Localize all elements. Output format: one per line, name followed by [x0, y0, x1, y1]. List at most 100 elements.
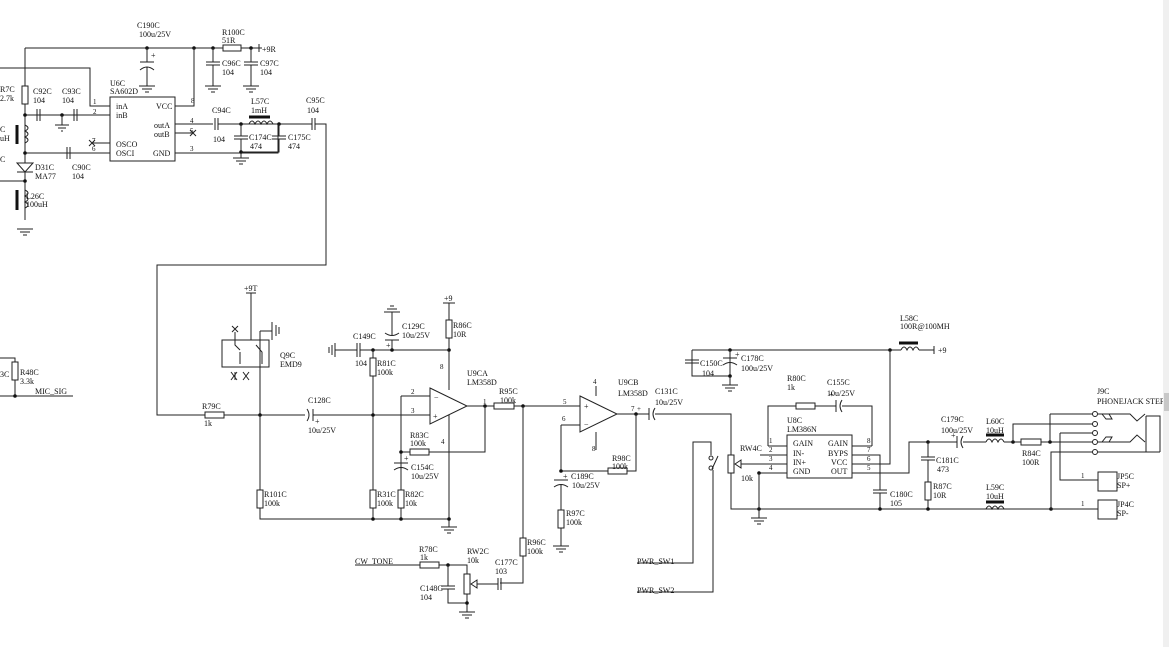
net-mic-sig: MIC_SIG	[35, 387, 67, 396]
resistor-R97C: R97C 100k	[553, 509, 585, 553]
u9ca-ref: U9CA	[467, 369, 488, 378]
u6c-pin-outb: outB	[154, 130, 170, 139]
c149c-value: 104	[355, 359, 367, 368]
resistor-R98C: R98C 100k	[559, 454, 631, 475]
c175c-value: 474	[288, 142, 300, 151]
r31c-ref: R31C	[377, 490, 396, 499]
svg-text:5: 5	[867, 464, 871, 472]
r80c-value: 1k	[787, 383, 795, 392]
r86c-value: 10R	[453, 330, 467, 339]
lpart-ref: C	[0, 125, 5, 134]
svg-text:8: 8	[867, 437, 871, 445]
u6c-pin-osci: OSCI	[116, 149, 135, 158]
svg-text:5: 5	[563, 398, 567, 406]
c131c-ref: C131C	[655, 387, 678, 396]
resistor-R7C: R7C 2.7k	[0, 48, 29, 163]
resistor-R84C: R84C 100R	[1020, 424, 1093, 467]
r81c-ref: R81C	[377, 359, 396, 368]
c179c-value: 100u/25V	[941, 426, 973, 435]
l58c-ref: L58C	[900, 314, 918, 323]
u8c-pin-in-plus: IN+	[793, 458, 806, 467]
r87c-ref: R87C	[933, 482, 952, 491]
u8c-ref: U8C	[787, 416, 802, 425]
r80c-ref: R80C	[787, 374, 806, 383]
ic-U8C: U8C LM386N GAIN IN- IN+ GND GAIN BYPS VC…	[757, 350, 928, 509]
rw4c-value: 10k	[741, 474, 753, 483]
inductor-L58C: L58C 100R@100MH +9	[899, 314, 950, 355]
capacitor-C177C: C177C 103	[495, 558, 518, 590]
c95c-ref: C95C	[306, 96, 325, 105]
r101c-ref: R101C	[264, 490, 287, 499]
c190c-ref: C190C	[137, 21, 160, 30]
l58c-value: 100R@100MH	[900, 322, 950, 331]
potentiometer-RW4C: RW4C 10k	[727, 444, 1053, 525]
vertical-scrollbar[interactable]	[1163, 0, 1169, 647]
rw2c-value: 10k	[467, 556, 479, 565]
r48c-value: 3.3k	[20, 377, 34, 386]
scrollbar-thumb[interactable]	[1164, 393, 1169, 411]
c149c-ref: C149C	[353, 332, 376, 341]
inductor-L26C: L26C 100uH	[15, 189, 48, 236]
power-switch: PWR_SW1 PWR_SW2	[637, 441, 719, 595]
c190c-value: 100u/25V	[139, 30, 171, 39]
svg-text:4: 4	[441, 438, 445, 446]
l26c-value: 100uH	[26, 200, 48, 209]
r79c-ref: R79C	[202, 402, 221, 411]
phone-jack-J9C: J9C PHONEJACK STERI	[1049, 387, 1163, 481]
u6c-pin-osco: OSCO	[116, 140, 138, 149]
r83c-ref: R83C	[410, 431, 429, 440]
r84c-ref: R84C	[1022, 449, 1041, 458]
capacitor-C179C: + C179C 100u/25V	[928, 415, 986, 449]
capacitor-C129C: + C129C 10u/25V	[384, 305, 430, 350]
capacitor-C180C: C180C 105	[873, 489, 913, 511]
r98c-value: 100k	[612, 462, 628, 471]
c97c-value: 104	[260, 68, 272, 77]
r101c-value: 100k	[264, 499, 280, 508]
resistor-R48C: 3C R48C 3.3k MIC_SIG	[0, 357, 73, 398]
net-label-cw-tone: CW_TONE	[355, 557, 420, 566]
l60c-ref: L60C	[986, 417, 1004, 426]
c177c-ref: C177C	[495, 558, 518, 567]
c181c-ref: C181C	[936, 456, 959, 465]
c90c-value: 104	[72, 172, 84, 181]
svg-text:2: 2	[411, 388, 415, 396]
c189c-value: 10u/25V	[572, 481, 600, 490]
c179c-ref: C179C	[941, 415, 964, 424]
inductor-partial-left: C uH C	[0, 124, 29, 164]
resistor-R31C: R31C 100k	[369, 489, 396, 521]
r79c-value: 1k	[204, 419, 212, 428]
u6c-pin-ina: inA	[116, 102, 128, 111]
c177c-value: 103	[495, 567, 507, 576]
r86c-ref: R86C	[453, 321, 472, 330]
capacitor-C94C: C94C 104	[212, 106, 283, 144]
svg-text:4: 4	[190, 117, 194, 125]
c96c-ref: C96C	[222, 59, 241, 68]
c175c-ref: C175C	[288, 133, 311, 142]
svg-text:5: 5	[190, 127, 194, 135]
capacitor-C178C: + C178C 100u/25V	[722, 350, 773, 373]
j9c-value: PHONEJACK STERI	[1097, 397, 1163, 406]
r7c-ref: R7C	[0, 85, 15, 94]
svg-text:+: +	[584, 402, 589, 411]
r95c-ref: R95C	[499, 387, 518, 396]
u6c-pin-gnd: GND	[153, 149, 171, 158]
c93c-value: 104	[62, 96, 74, 105]
svg-text:−: −	[584, 420, 589, 429]
c154c-ref: C154C	[411, 463, 434, 472]
c189c-ref: C189C	[571, 472, 594, 481]
svg-text:+: +	[637, 405, 641, 413]
svg-text:4: 4	[769, 464, 773, 472]
svg-text:1: 1	[93, 98, 97, 106]
capacitor-C93C: C93C 104	[55, 87, 81, 132]
jp4c-pin: 1	[1081, 500, 1085, 508]
capacitor-C92C: C92C 104	[33, 87, 52, 121]
svg-text:8: 8	[592, 445, 596, 453]
r97c-value: 100k	[566, 518, 582, 527]
u6c-ref: U6C	[110, 79, 125, 88]
q9c-ref: Q9C	[280, 351, 295, 360]
lpart-value: uH	[0, 134, 10, 143]
c178c-value: 100u/25V	[741, 364, 773, 373]
u8c-pin-gnd: GND	[793, 467, 811, 476]
r96c-value: 100k	[527, 547, 543, 556]
